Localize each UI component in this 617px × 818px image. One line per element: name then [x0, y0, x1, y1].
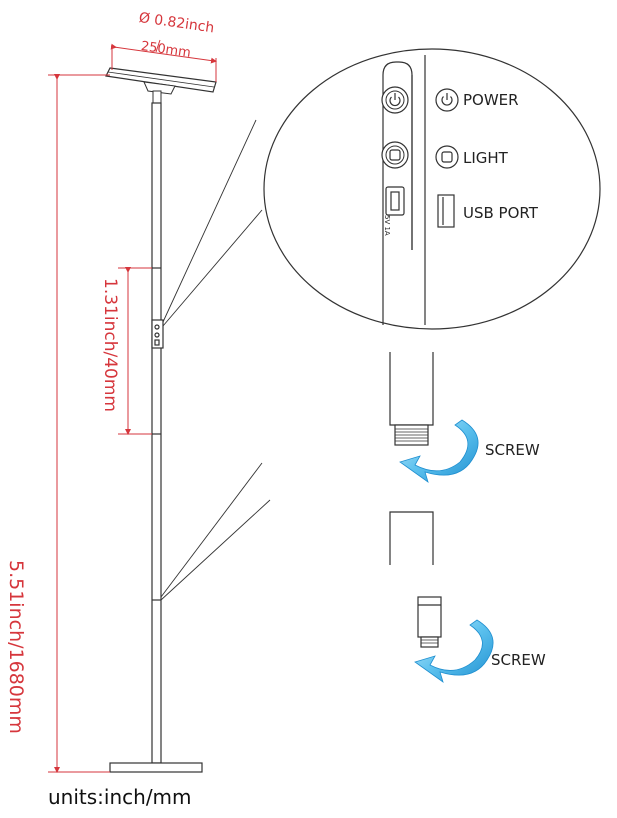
usb-port-drawing: [385, 186, 405, 216]
lamp-head: [105, 67, 217, 104]
screw-arrow-top: [399, 419, 479, 484]
units-label: units:inch/mm: [48, 785, 192, 809]
total-height-label: 5.51inch/1680mm: [5, 560, 27, 734]
lamp-pole: [151, 102, 164, 764]
light-icon: [435, 145, 459, 169]
zoom-callout: [263, 48, 601, 330]
screw-assembly-bottom: [389, 511, 442, 648]
screw-arrow-bottom: [414, 619, 494, 684]
zoom-guides: [160, 119, 271, 601]
segment-dimension: [118, 267, 152, 435]
usb-spec-label: 5V 1A: [383, 215, 391, 236]
screw-assembly-top: [389, 352, 434, 446]
head-dimension: [110, 39, 217, 82]
usb-port-label: USB PORT: [463, 204, 538, 222]
lamp-base: [109, 762, 203, 773]
power-icon: [435, 88, 459, 112]
power-label: POWER: [463, 91, 519, 109]
usb-icon: [437, 194, 455, 228]
screw-top-label: SCREW: [485, 441, 540, 459]
height-dimension: [48, 74, 110, 773]
light-label: LIGHT: [463, 149, 508, 167]
segment-height-label: 1.31inch/40mm: [100, 278, 120, 412]
power-button-drawing: [381, 86, 409, 114]
screw-bottom-label: SCREW: [491, 651, 546, 669]
light-button-drawing: [381, 141, 409, 169]
